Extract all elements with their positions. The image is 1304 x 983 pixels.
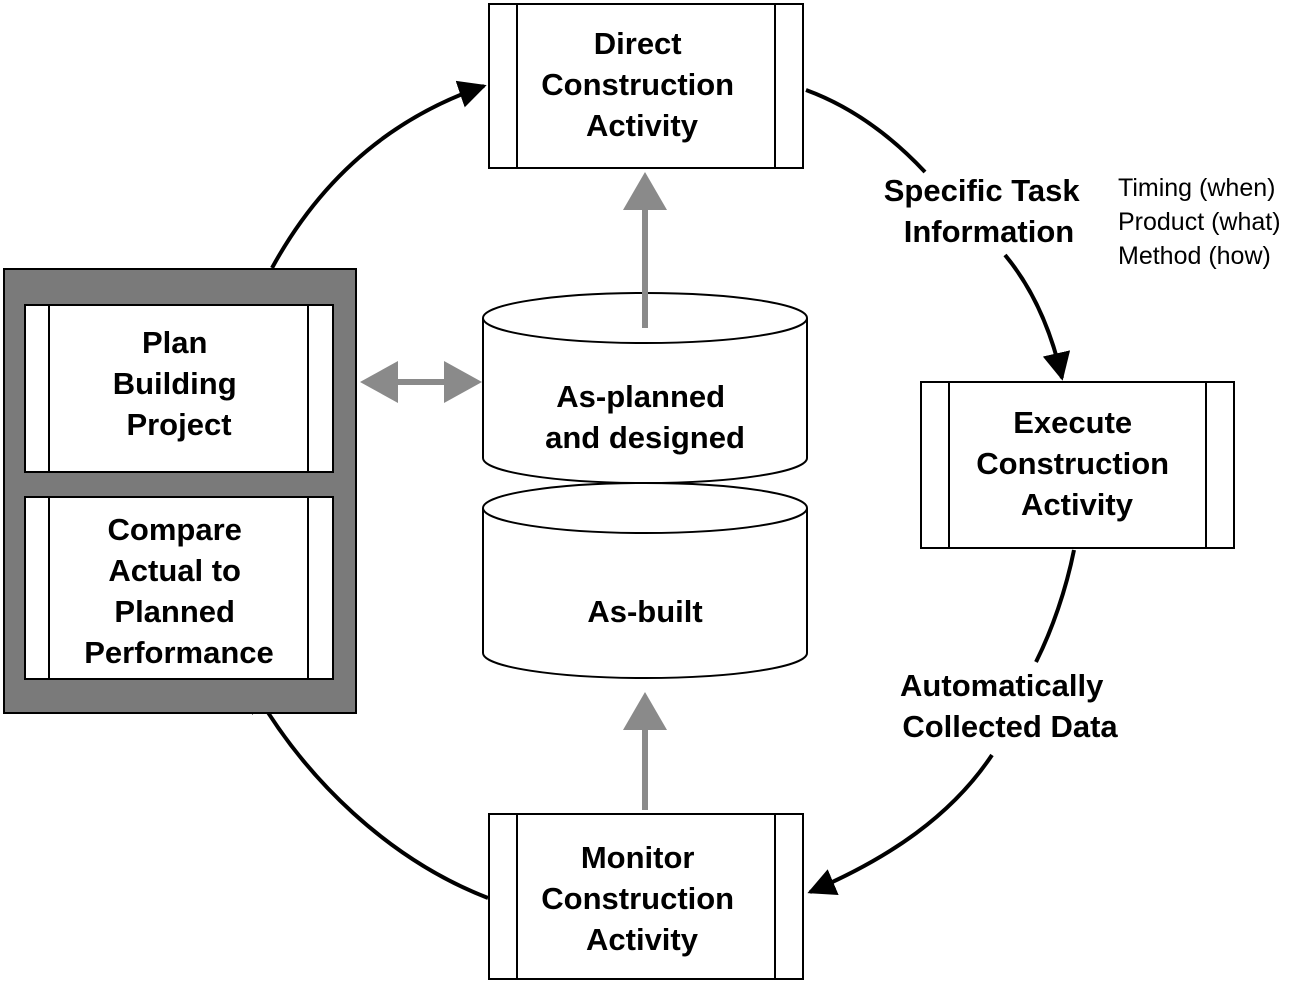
as-planned-database: As-planned and designed xyxy=(482,292,808,484)
svg-text:Execute Construction: Execute Construction Activity xyxy=(976,405,1178,522)
monitor-label-line: Activity xyxy=(586,922,699,957)
svg-text:Compare Actual to: Compare Actual to Planned Performance xyxy=(84,512,274,670)
as-built-label: As-built xyxy=(587,594,702,629)
task-details-list: Timing (when) Product (what) Method (how… xyxy=(1118,174,1288,270)
compare-label-line: Planned xyxy=(114,594,235,629)
compare-label-line: Compare xyxy=(108,512,242,547)
compare-label-line: Actual to xyxy=(108,553,241,588)
svg-text:Plan Building Proj: Plan Building Project xyxy=(113,325,246,442)
specific-task-information-label: Specific Task Information xyxy=(884,173,1088,249)
as-planned-label-line: As-planned xyxy=(556,379,725,414)
svg-text:As-built: As-built xyxy=(587,594,702,629)
execute-label-line: Activity xyxy=(1021,487,1134,522)
direct-label-line: Construction xyxy=(541,67,734,102)
arrow-monitor-to-compare xyxy=(250,683,489,900)
arrow-plan-database-bidirectional xyxy=(360,361,482,403)
plan-label-line: Building xyxy=(113,366,237,401)
plan-label-line: Project xyxy=(126,407,231,442)
monitor-label-line: Monitor xyxy=(581,840,695,875)
arrow-plan-to-direct xyxy=(270,80,487,269)
plan-label-line: Plan xyxy=(142,325,207,360)
execute-construction-activity-box: Execute Construction Activity xyxy=(920,381,1235,549)
automatically-collected-data-label: Automatically Collected Data xyxy=(900,668,1118,744)
svg-text:Monitor Construction: Monitor Construction Activity xyxy=(541,840,743,957)
as-planned-label-line: and designed xyxy=(545,420,745,455)
svg-text:As-planned and designed: As-planned and designed xyxy=(545,379,745,455)
arrow-execute-to-collected xyxy=(1034,549,1076,663)
monitor-label-line: Construction xyxy=(541,881,734,916)
svg-text:Direct Construction: Direct Construction Activity xyxy=(541,26,743,143)
compare-label-line: Performance xyxy=(84,635,274,670)
as-built-database: As-built xyxy=(482,482,808,679)
compare-performance-box: Compare Actual to Planned Performance xyxy=(24,496,334,680)
arrow-collected-to-monitor xyxy=(807,753,994,896)
plan-building-project-box: Plan Building Project xyxy=(24,304,334,473)
arrow-monitor-to-database xyxy=(623,692,667,810)
arrow-database-to-direct xyxy=(623,172,667,328)
execute-label-line: Construction xyxy=(976,446,1169,481)
direct-construction-activity-box: Direct Construction Activity xyxy=(488,3,804,169)
direct-label-line: Activity xyxy=(586,108,699,143)
execute-label-line: Execute xyxy=(1013,405,1132,440)
arrow-info-to-execute xyxy=(1003,253,1071,381)
monitor-construction-activity-box: Monitor Construction Activity xyxy=(488,813,804,980)
arrow-direct-to-info xyxy=(805,88,927,174)
direct-label-line: Direct xyxy=(594,26,682,61)
